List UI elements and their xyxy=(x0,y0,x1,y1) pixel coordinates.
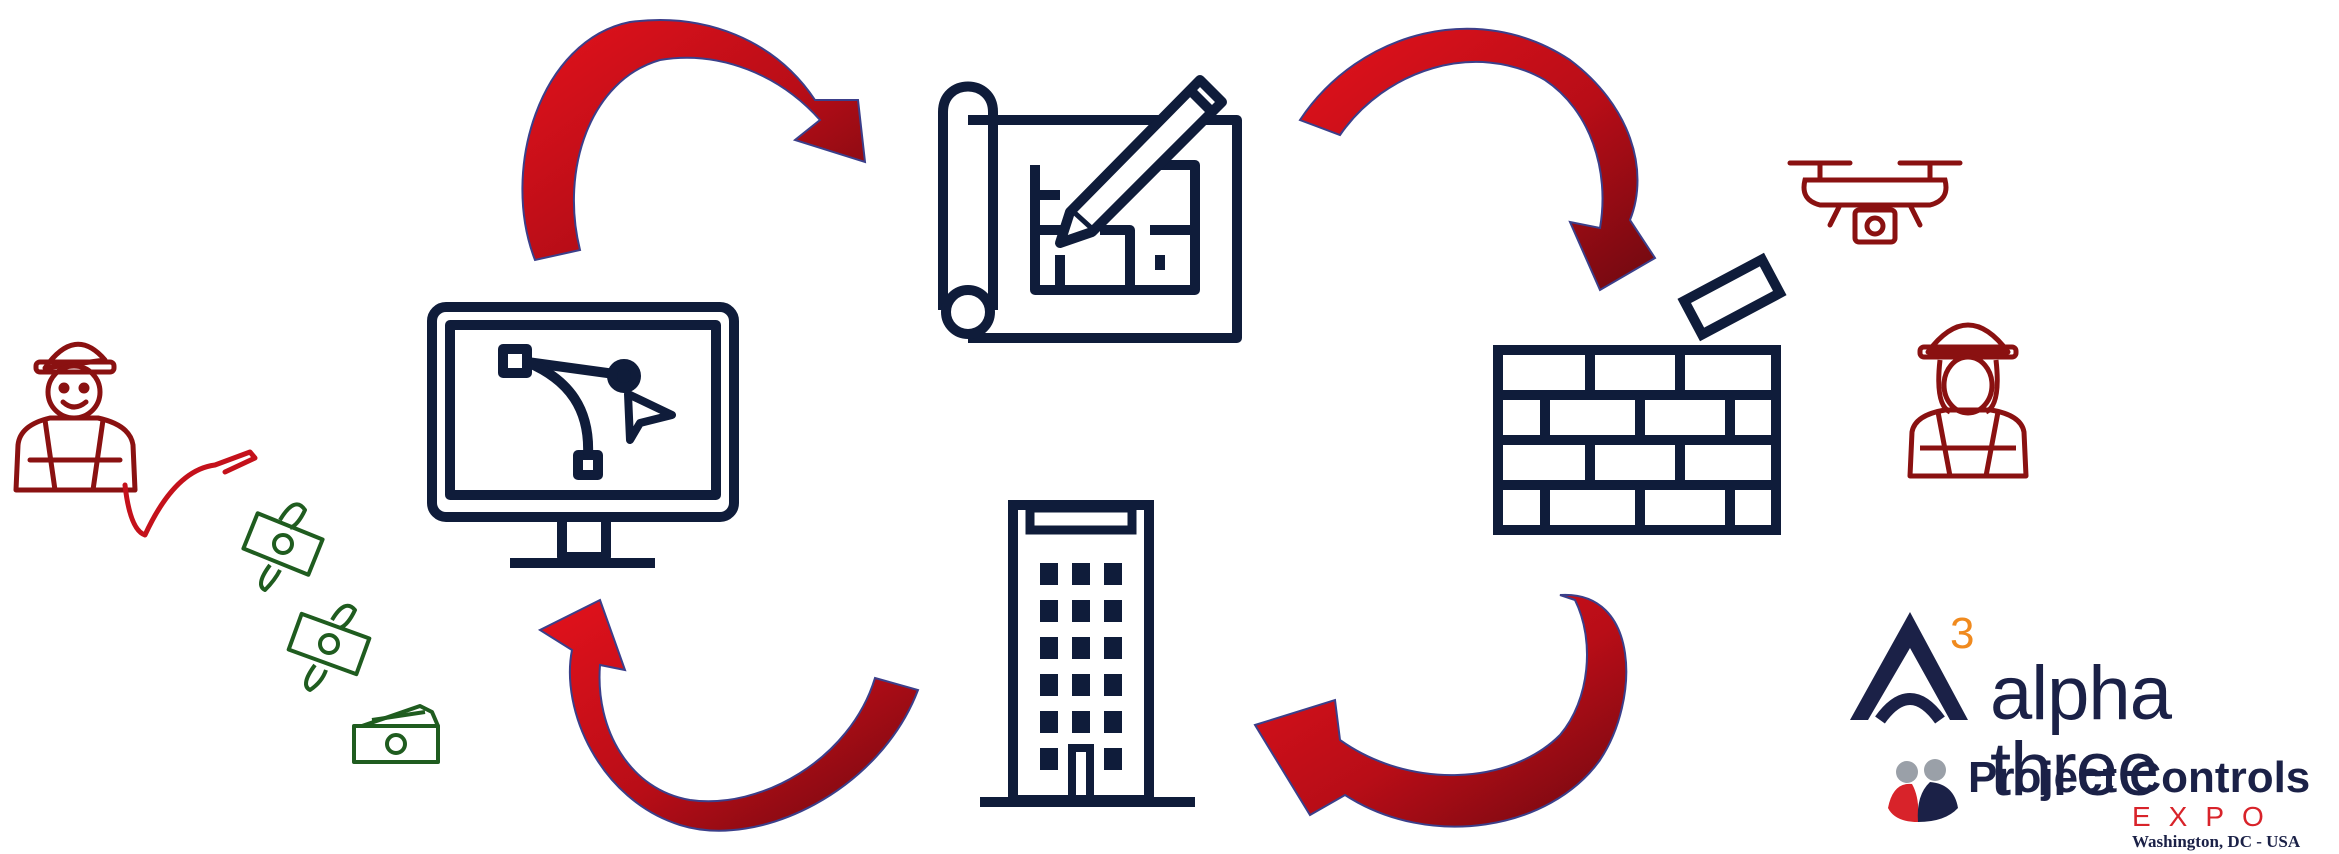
project-controls-expo-logo-mark xyxy=(1888,759,1958,822)
blueprint-pencil-icon xyxy=(938,75,1242,343)
cycle-arrow-top-left xyxy=(521,19,867,262)
cycle-arrow-top-right xyxy=(1298,27,1657,292)
monitor-design-icon xyxy=(427,302,739,568)
cycle-arrow-bottom-right xyxy=(1253,593,1628,828)
flying-money-icon xyxy=(286,603,372,692)
alpha-three-superscript: 3 xyxy=(1950,609,1975,658)
worker-left-icon xyxy=(13,341,258,538)
drone-icon xyxy=(1787,160,1963,245)
alpha-three-wordmark: alpha three xyxy=(1990,651,2172,812)
project-controls-title: Project Controls xyxy=(1968,753,2311,802)
worker-right-icon xyxy=(1907,322,2029,479)
cycle-arrow-bottom-left xyxy=(537,598,920,832)
alpha-three-logo-mark xyxy=(1850,612,1968,724)
flying-money-icon xyxy=(241,502,325,592)
project-controls-expo-label: EXPO xyxy=(2132,801,2282,832)
office-building-icon xyxy=(980,500,1195,807)
brick-wall-icon xyxy=(1493,252,1787,535)
money-stack-icon xyxy=(352,704,440,764)
project-controls-location: Washington, DC - USA xyxy=(2132,832,2301,851)
